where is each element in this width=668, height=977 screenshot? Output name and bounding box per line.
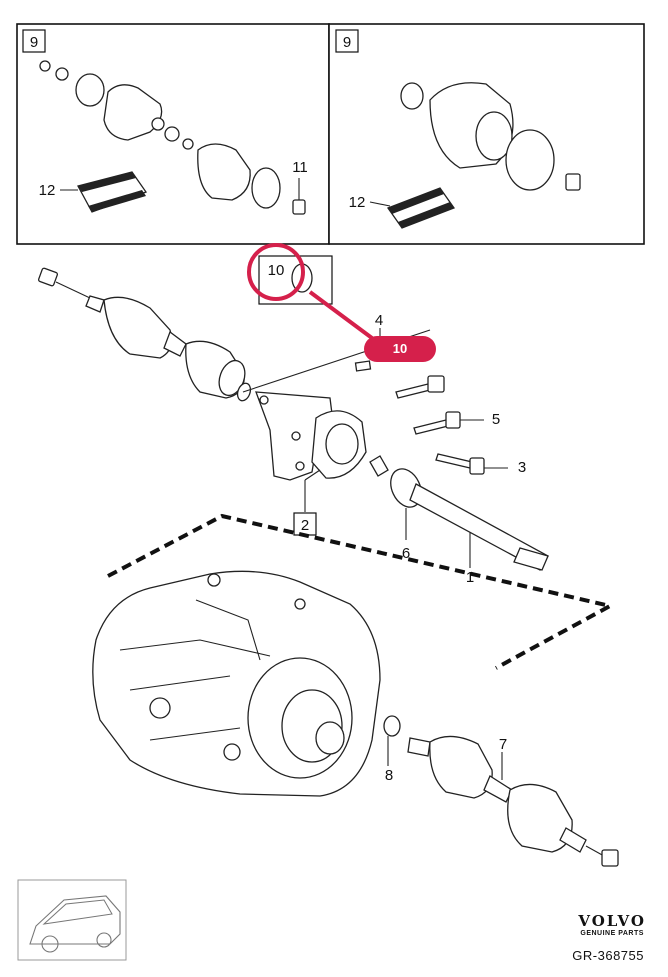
callout-2[interactable]: 2: [301, 517, 309, 534]
callout-7[interactable]: 7: [499, 736, 507, 753]
clamp-ring: [75, 73, 105, 107]
clamp-ring-large: [251, 167, 281, 209]
bolt-head: [292, 199, 306, 215]
callout-9-left[interactable]: 9: [30, 34, 38, 51]
car-wagon-icon: [17, 879, 127, 961]
detail-panel-right: 9 12: [328, 23, 645, 245]
brand-logo: VOLVO GENUINE PARTS: [578, 912, 646, 937]
item-10-seal[interactable]: 10: [247, 243, 382, 346]
intermediate-shaft: 6 1: [369, 455, 549, 586]
highlight-badge-10[interactable]: 10: [364, 336, 436, 362]
brand-logo-text: VOLVO: [578, 912, 646, 930]
o-ring-small: [39, 60, 51, 72]
brand-tagline: GENUINE PARTS: [580, 930, 644, 937]
drive-shaft-right: 8 7: [383, 715, 619, 867]
bolt-3: 3: [435, 453, 526, 476]
intermediate-bracket: [255, 391, 367, 481]
callout-6[interactable]: 6: [402, 545, 410, 562]
drive-shaft-left: [38, 267, 252, 402]
o-ring: [55, 67, 69, 81]
highlight-leader: [308, 290, 382, 346]
highlight-ring: [247, 243, 305, 301]
bolt-head: [565, 173, 581, 191]
callout-10[interactable]: 10: [268, 262, 285, 279]
callout-11[interactable]: 11: [292, 159, 308, 176]
callout-12-right[interactable]: 12: [349, 194, 366, 211]
callout-12-left[interactable]: 12: [39, 182, 56, 199]
detail-panel-left: 9 11 12: [16, 23, 330, 245]
callout-5[interactable]: 5: [492, 411, 500, 428]
clamp-ring-large: [505, 129, 555, 191]
bolt-long: [395, 375, 445, 399]
assembly-reference-dashed: [107, 513, 616, 670]
bolt-5: 5: [413, 411, 500, 435]
callout-8[interactable]: 8: [385, 767, 393, 784]
callout-4[interactable]: 4: [375, 312, 383, 329]
seal-ring-8: [383, 715, 401, 737]
callout-3[interactable]: 3: [518, 459, 526, 476]
callout-1[interactable]: 1: [466, 569, 474, 586]
outer-boot: [197, 143, 251, 201]
callout-9-right[interactable]: 9: [343, 34, 351, 51]
reference-number: GR-368755: [572, 948, 644, 963]
transmission-housing: [92, 570, 381, 797]
